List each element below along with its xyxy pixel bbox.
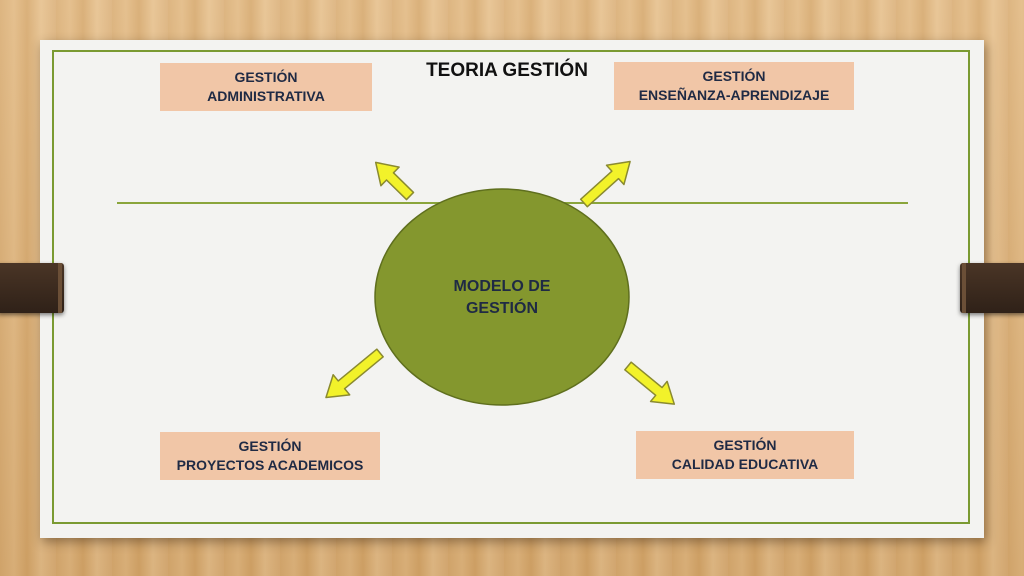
box-tr-line1: GESTIÓN (702, 68, 766, 84)
arrow-top-right-icon (579, 160, 631, 208)
diagram-title: TEORIA GESTIÓN (426, 60, 588, 81)
box-tr-line2: ENSEÑANZA-APRENDIZAJE (638, 87, 830, 103)
box-tl-line2: ADMINISTRATIVA (207, 88, 325, 104)
box-gestion-proyectos-academicos: GESTIÓN PROYECTOS ACADEMICOS (160, 432, 380, 480)
center-label: MODELO DE GESTIÓN (420, 276, 584, 320)
right-binder-clip (960, 263, 1024, 313)
center-line2: GESTIÓN (465, 300, 538, 317)
modelo-gestion-circle (374, 188, 630, 406)
box-br-line2: CALIDAD EDUCATIVA (671, 456, 819, 472)
center-line1: MODELO DE (453, 278, 551, 295)
box-tl-line1: GESTIÓN (234, 69, 298, 85)
box-bl-line1: GESTIÓN (238, 438, 302, 454)
box-bl-line2: PROYECTOS ACADEMICOS (176, 457, 364, 473)
arrow-bottom-right-icon (624, 361, 676, 405)
left-binder-clip (0, 263, 64, 313)
box-gestion-administrativa: GESTIÓN ADMINISTRATIVA (160, 63, 372, 111)
box-br-line1: GESTIÓN (713, 437, 777, 453)
arrow-top-left-icon (374, 161, 415, 201)
box-gestion-ensenanza-aprendizaje: GESTIÓN ENSEÑANZA-APRENDIZAJE (614, 62, 854, 110)
arrow-bottom-left-icon (325, 348, 384, 399)
box-gestion-calidad-educativa: GESTIÓN CALIDAD EDUCATIVA (636, 431, 854, 479)
